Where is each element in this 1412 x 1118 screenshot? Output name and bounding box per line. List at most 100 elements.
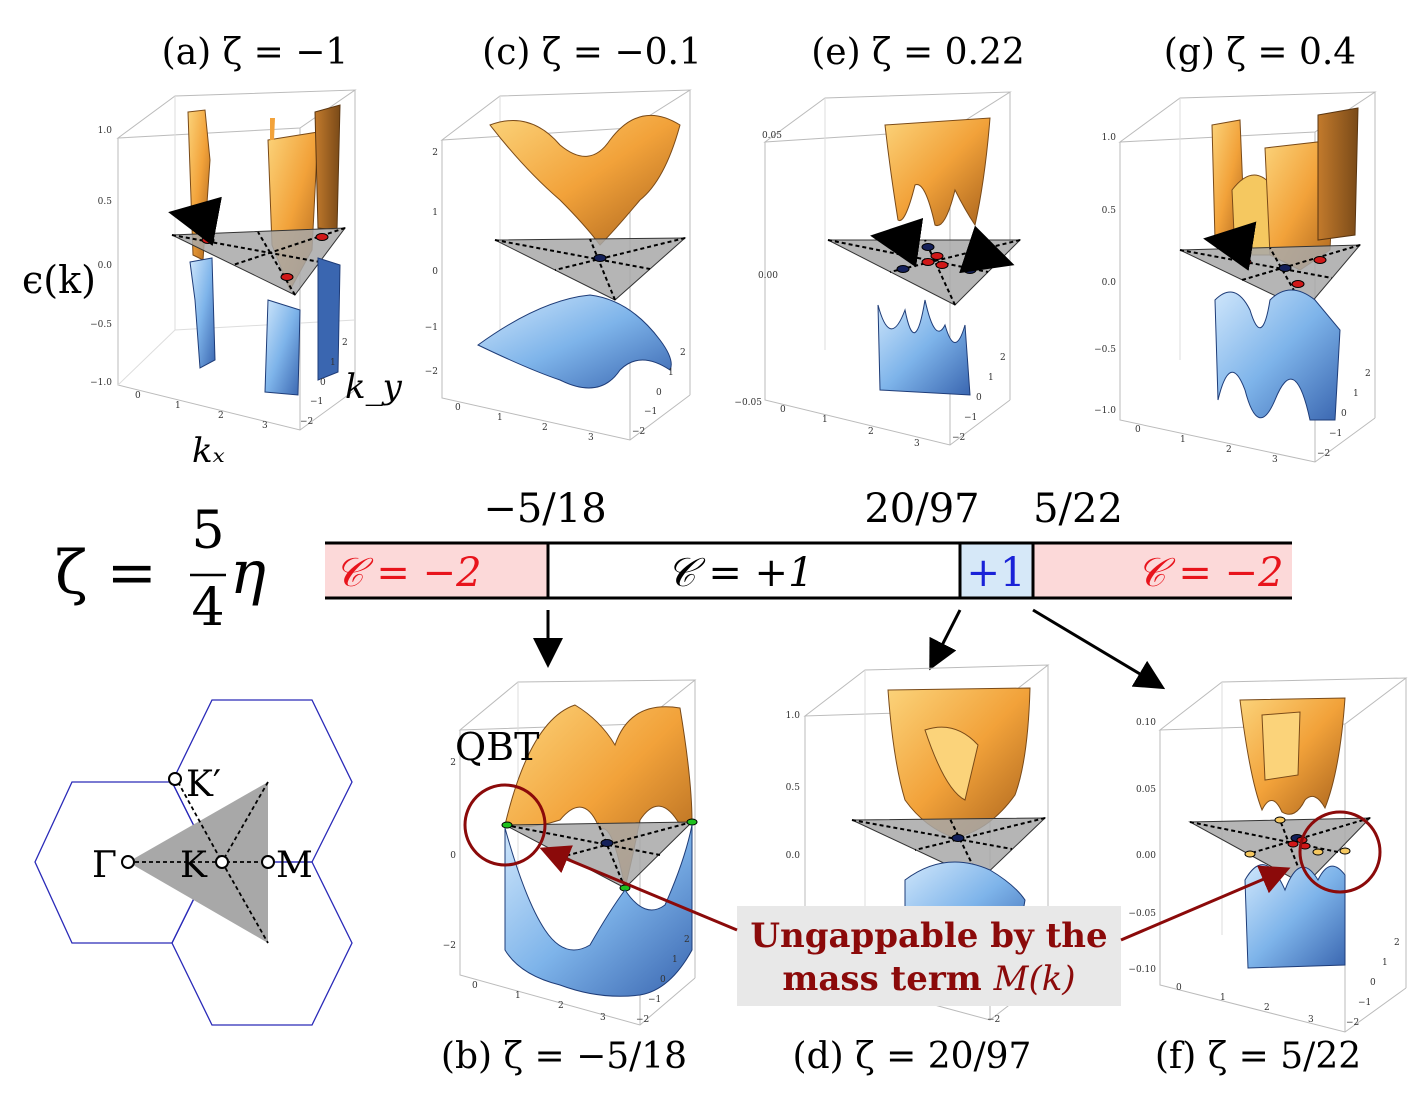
panel-a-ztick: 0.0: [98, 261, 113, 271]
panel-d-ztick: 0.5: [786, 783, 801, 793]
panel-a: (a) ζ = −1 1.0 0.5 0.0: [22, 32, 403, 471]
ungappable-callout: Ungappable by the mass term M(k): [539, 845, 1291, 1006]
panel-a-ztick: 0.5: [98, 197, 113, 207]
bz-gamma-label: Γ: [92, 845, 117, 886]
panel-g-ytick: −2: [1317, 449, 1330, 459]
panel-a-ytick: 1: [330, 358, 336, 368]
relation-numerator: 5: [191, 501, 224, 561]
panel-c-upper-band: [489, 114, 681, 246]
brillouin-zone: Γ K M K′: [34, 699, 353, 1026]
panel-e-title: (e) ζ = 0.22: [811, 32, 1025, 73]
region-label-minus2-left: 𝒞 = −2: [334, 550, 481, 596]
panel-g-ztick: 1.0: [1102, 133, 1117, 143]
panel-g-xtick: 1: [1180, 435, 1186, 445]
qbt-label: QBT: [455, 725, 539, 769]
region-chern-minus2-left: [325, 543, 548, 598]
panel-a-ytick: −1: [310, 397, 323, 407]
panel-b-xtick: 0: [472, 981, 478, 991]
boundary-label-3: 5/22: [1033, 486, 1123, 532]
panel-b-lower-band: [504, 824, 693, 997]
panel-a-kx-label: kₓ: [192, 431, 225, 471]
region-label-plus1-narrow: +1: [967, 550, 1026, 596]
panel-b-xtick: 2: [558, 1001, 564, 1011]
panel-g: (g) ζ = 0.4 1.0 0.5 0.0 −0.5 −1.0: [1094, 32, 1377, 465]
panel-a-ztick: 1.0: [98, 126, 113, 136]
panel-a-lower-band: [189, 257, 216, 369]
panel-e-ztick: −0.05: [734, 398, 762, 408]
panel-c-ztick: −1: [425, 323, 438, 333]
panel-e-xtick: 1: [822, 415, 828, 425]
panel-e-ytick: 1: [988, 373, 994, 383]
callout-line-2-prefix: mass term: [782, 959, 993, 999]
panel-a-ytick: 0: [320, 378, 326, 388]
panel-f-ztick: 0.10: [1136, 718, 1156, 728]
panel-b-ytick: 2: [684, 935, 690, 945]
panel-f-xtick: 3: [1308, 1015, 1314, 1025]
relation-lhs: ζ =: [55, 538, 157, 608]
panel-d-title: (d) ζ = 20/97: [793, 1036, 1032, 1077]
panel-g-ytick: −1: [1329, 429, 1342, 439]
panel-b-ztick: 0: [450, 851, 456, 861]
panel-a-xtick: 1: [175, 401, 181, 411]
panel-b-upper-band: [504, 704, 693, 889]
panel-f-xtick: 2: [1264, 1003, 1270, 1013]
panel-f-ztick: −0.10: [1128, 965, 1156, 975]
panel-f-ztick: 0.05: [1136, 785, 1156, 795]
panel-c-ytick: 2: [680, 348, 686, 358]
bz-m-label: M: [276, 845, 313, 886]
panel-e-upper-band: [884, 117, 991, 227]
panel-f-title: (f) ζ = 5/22: [1155, 1036, 1361, 1077]
panel-f-ytick: 0: [1370, 978, 1376, 988]
panel-b-xtick: 1: [515, 991, 521, 1001]
panel-c-ytick: −1: [644, 407, 657, 417]
relation-denominator: 4: [191, 578, 224, 638]
panel-g-lower-band: [1214, 289, 1341, 421]
panel-g-xtick: 0: [1135, 425, 1141, 435]
panel-a-ytick: −2: [300, 417, 313, 427]
phase-diagram-bar: 𝒞 = −2 𝒞 = +1 +1 𝒞 = −2 −5/18 20/97 5/22: [325, 486, 1292, 600]
panel-f-ztick: 0.00: [1136, 851, 1156, 861]
panel-f-ytick: −1: [1358, 998, 1371, 1008]
panel-g-ztick: 0.0: [1102, 278, 1117, 288]
panel-e: (e) ζ = 0.22 0.05 0.00 −0.05 0 1: [734, 32, 1024, 449]
panel-e-lower-band: [877, 299, 971, 396]
panel-e-ytick: −2: [952, 433, 965, 443]
panel-c-xtick: 0: [455, 403, 461, 413]
panel-d-bz-triangle: [851, 817, 1047, 881]
panel-a-ztick: −0.5: [90, 320, 112, 330]
panel-b-ytick: −1: [648, 995, 661, 1005]
panel-e-ztick: 0.05: [762, 131, 782, 141]
panel-c-ytick: 0: [656, 388, 662, 398]
callout-line-1: Ungappable by the: [750, 916, 1107, 956]
panel-g-ytick: 1: [1353, 389, 1359, 399]
panel-e-xtick: 0: [780, 405, 786, 415]
panel-g-xtick: 2: [1226, 445, 1232, 455]
panel-c-xtick: 2: [542, 423, 548, 433]
panel-e-ztick: 0.00: [758, 271, 778, 281]
panel-c-lower-band: [477, 294, 672, 389]
panel-c-title: (c) ζ = −0.1: [482, 32, 702, 73]
region-label-minus2-right: 𝒞 = −2: [1136, 550, 1283, 596]
zeta-eta-relation: ζ = 5 4 η: [55, 501, 266, 638]
panel-b-ztick: −2: [443, 941, 456, 951]
panel-a-ztick: −1.0: [90, 378, 112, 388]
panel-a-zlabel: ϵ(k): [22, 258, 96, 302]
panel-g-ztick: −1.0: [1094, 406, 1116, 416]
region-chern-plus1-narrow: [960, 543, 1033, 598]
panel-b-title: (b) ζ = −5/18: [441, 1036, 687, 1077]
ungappable-highlight-circle: [1298, 810, 1382, 894]
relation-rhs: η: [230, 538, 266, 608]
qbt-highlight-circle: [463, 783, 547, 867]
phase-arrows: [533, 608, 1166, 690]
callout-box: [737, 906, 1121, 1006]
panel-a-xtick: 2: [218, 411, 224, 421]
callout-arrow-right: [1120, 865, 1291, 942]
panel-a-xtick: 0: [135, 391, 141, 401]
panel-c-xtick: 1: [497, 413, 503, 423]
panel-f-ytick: 1: [1382, 958, 1388, 968]
panel-c-ztick: 1: [432, 208, 438, 218]
panel-c-ytick: −2: [632, 427, 645, 437]
panel-b-ytick: 1: [672, 955, 678, 965]
panel-d-ztick: 0.0: [786, 851, 801, 861]
